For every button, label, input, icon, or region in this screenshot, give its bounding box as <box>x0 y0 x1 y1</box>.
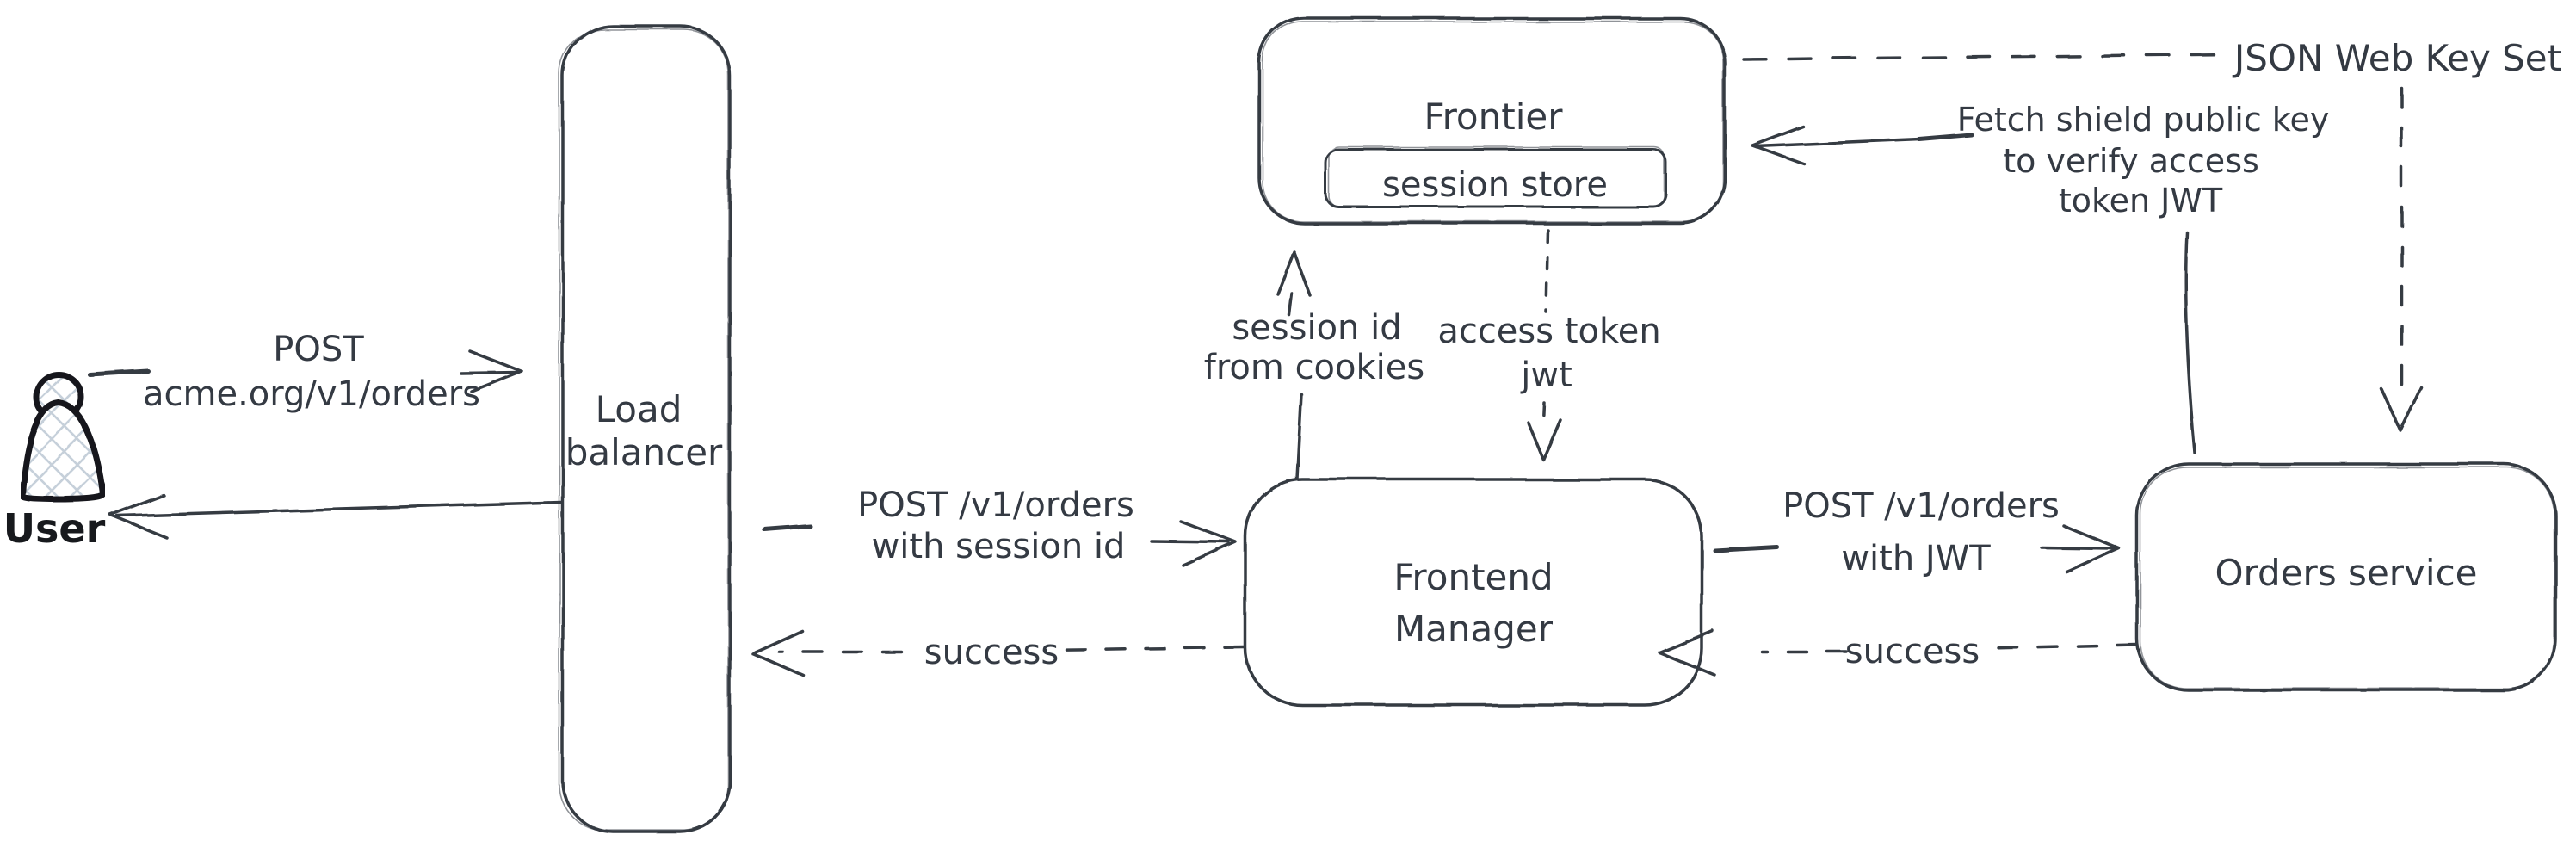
arrow-lb-to-user <box>108 493 563 539</box>
session-store-box-sketch-line <box>1328 146 1665 207</box>
frontend-manager-label-line1: Frontend <box>1393 556 1553 598</box>
edge-label-fetch-line3: token JWT <box>2059 182 2223 219</box>
edge-label-lb-post-line1: POST /v1/orders <box>857 485 1134 525</box>
frontend-manager-label-line2: Manager <box>1394 608 1554 650</box>
user-body <box>19 399 107 503</box>
edge-label-session-id-line1: session id <box>1232 308 1401 348</box>
arrow-frontier-to-fm <box>1526 228 1562 461</box>
arrow-jwks-to-orders <box>2380 86 2423 432</box>
edge-label-fetch-line1: Fetch shield public key <box>1957 101 2330 139</box>
arrow-fm-to-frontier <box>1276 250 1312 480</box>
arrow-fm-to-orders <box>1712 524 2121 573</box>
edge-label-access-token-line1: access token <box>1437 312 1660 351</box>
edge-label-user-post-line2: acme.org/v1/orders <box>143 374 480 414</box>
edge-label-lb-post-line2: with session id <box>872 527 1126 566</box>
edge-label-success-left: success <box>924 633 1059 672</box>
edge-label-fm-post-line2: with JWT <box>1841 539 1991 578</box>
edge-label-user-post-line1: POST <box>273 330 364 369</box>
edge-label-session-id-line2: from cookies <box>1204 348 1424 387</box>
load-balancer-box-sketch-line <box>559 28 729 831</box>
frontend-manager-box <box>1244 478 1703 707</box>
edge-label-success-right: success <box>1845 632 1980 671</box>
session-store-label: session store <box>1382 165 1608 205</box>
arrow-orders-to-fm-success <box>1658 629 2138 677</box>
edge-label-fetch-line2: to verify access <box>2003 142 2259 180</box>
edge-label-fm-post-line1: POST /v1/orders <box>1782 486 2060 526</box>
arrow-user-to-lb <box>87 350 524 393</box>
jwks-label: JSON Web Key Set <box>2232 37 2561 79</box>
frontier-box-sketch-line <box>1262 21 1724 222</box>
frontier-label: Frontier <box>1424 96 1563 138</box>
edge-label-access-token-line2: jwt <box>1520 355 1572 395</box>
orders-service-box <box>2135 462 2557 692</box>
orders-service-label: Orders service <box>2215 552 2477 594</box>
user-figure <box>19 371 107 503</box>
load-balancer-label-line1: Load <box>596 388 683 430</box>
orders-service-box-sketch-line <box>2140 467 2554 689</box>
load-balancer-label-line2: balancer <box>565 431 723 473</box>
arrow-lb-to-fm <box>762 520 1238 567</box>
arrow-fm-to-lb-success <box>751 629 1245 677</box>
arrow-orders-to-frontier <box>1751 125 2196 454</box>
load-balancer-box <box>561 24 732 833</box>
arrow-frontier-to-jwks <box>1742 53 2231 61</box>
user-label: User <box>3 505 106 552</box>
